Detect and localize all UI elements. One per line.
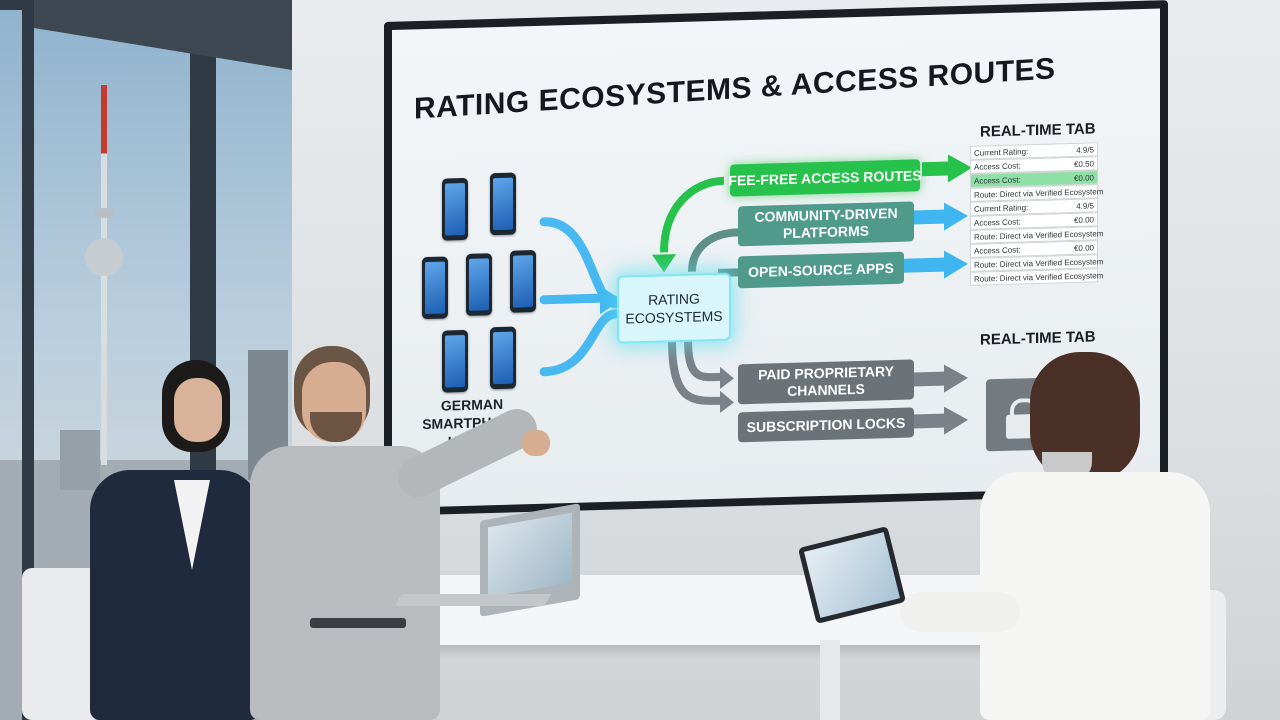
route-fee-free: FEE-FREE ACCESS ROUTES — [728, 159, 922, 197]
realtime-tab-heading-2: REAL-TIME TAB — [980, 328, 1096, 349]
laptop-base — [394, 594, 552, 606]
man-presenter — [250, 346, 550, 720]
realtime-tab: Current Rating:4.9/5 Access Cost:€0.50 A… — [970, 142, 1103, 286]
woman-person — [70, 360, 300, 720]
realtime-tab-heading: REAL-TIME TAB — [980, 120, 1096, 141]
chair — [22, 568, 102, 720]
table-leg — [820, 640, 840, 720]
man-seated-right — [880, 352, 1210, 720]
presentation-screen: RATING ECOSYSTEMS & ACCESS ROUTES GERMAN… — [392, 8, 1160, 508]
route-open-source: OPEN-SOURCE APPS — [738, 251, 904, 289]
tablet — [310, 618, 406, 628]
